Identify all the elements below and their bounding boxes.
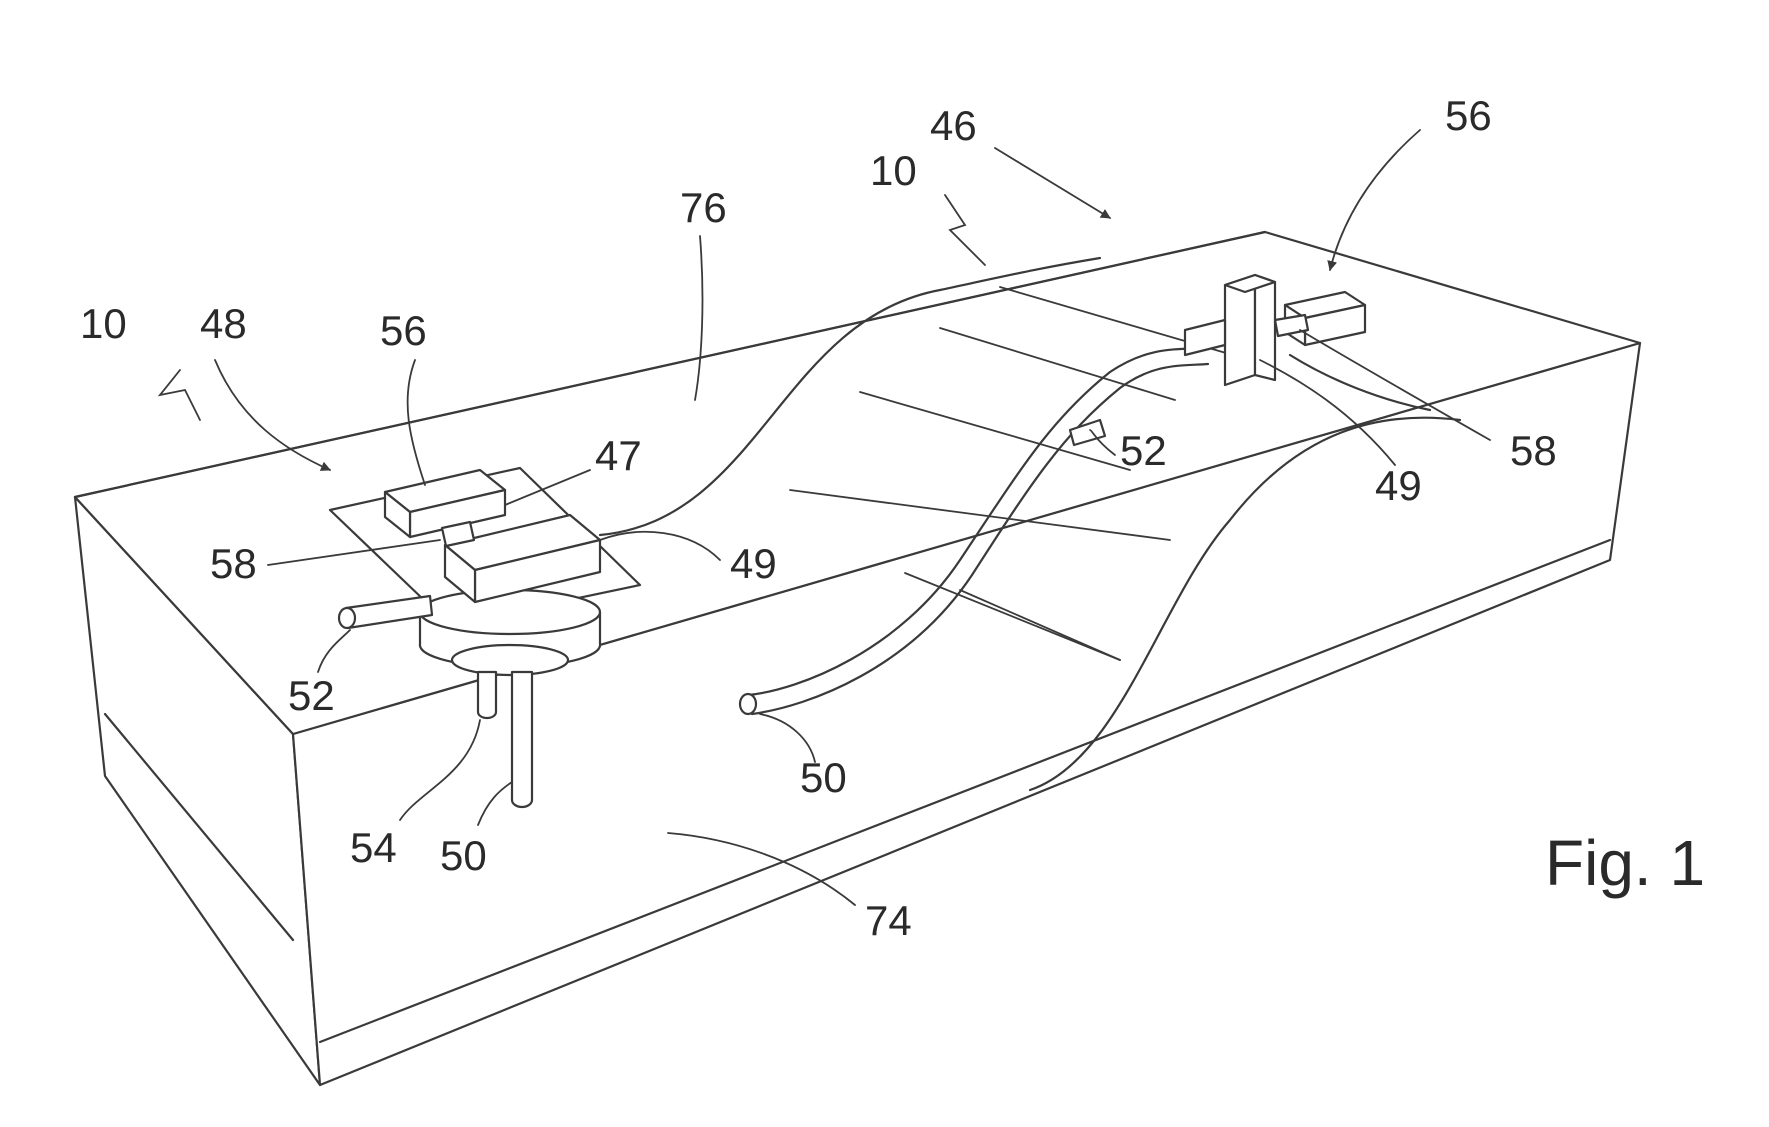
- ref-58-right: 58: [1510, 427, 1557, 474]
- ref-10-right: 10: [870, 147, 917, 194]
- ref-49-right: 49: [1375, 462, 1422, 509]
- ref-48: 48: [200, 300, 247, 347]
- seabed-block: [75, 232, 1640, 1085]
- manifold-49-front: [1225, 275, 1255, 385]
- wellhead-top: [420, 590, 600, 634]
- ref-46: 46: [930, 102, 977, 149]
- ref-10-left: 10: [80, 300, 127, 347]
- pipe-54: [478, 672, 496, 718]
- ref-47: 47: [595, 432, 642, 479]
- ref-56-right-arrow: [1330, 130, 1420, 270]
- ref-56-left: 56: [380, 307, 427, 354]
- ref-52-left: 52: [288, 672, 335, 719]
- ref-10-left-zigzag: [160, 370, 200, 420]
- pipe-52-left-end: [339, 608, 355, 628]
- ref-74: 74: [865, 897, 912, 944]
- ref-54: 54: [350, 824, 397, 871]
- ref-10-right-zigzag: [945, 195, 985, 265]
- ref-50-left: 50: [440, 832, 487, 879]
- figure-caption: Fig. 1: [1545, 827, 1705, 899]
- ref-58-left: 58: [210, 540, 257, 587]
- ref-56-right: 56: [1445, 92, 1492, 139]
- manifold-49-side: [1255, 275, 1275, 380]
- ref-52-right: 52: [1120, 427, 1167, 474]
- ref-46-arrow: [995, 148, 1110, 218]
- ref-50-mid: 50: [800, 754, 847, 801]
- ref-76: 76: [680, 184, 727, 231]
- riser-50-left: [512, 672, 532, 807]
- ref-49-left: 49: [730, 540, 777, 587]
- wellhead-collar: [452, 645, 568, 675]
- pipe-50-long-end: [740, 694, 756, 714]
